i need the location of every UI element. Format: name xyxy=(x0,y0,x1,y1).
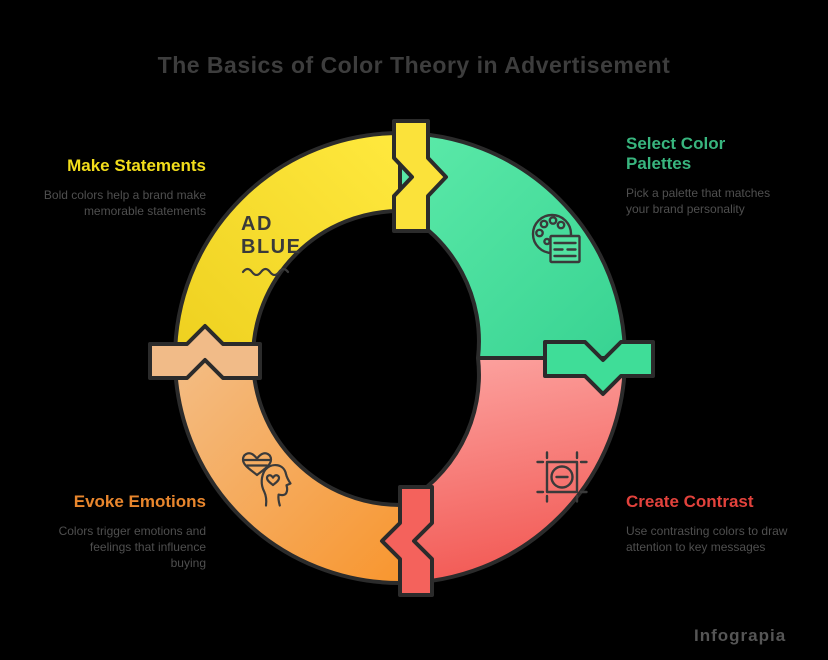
step-label: Select Color Palettes xyxy=(626,134,726,173)
center-logo: AD BLUE xyxy=(241,213,321,282)
step-evoke-emotions: Evoke Emotions Colors trigger emotions a… xyxy=(22,492,206,571)
step-desc: Bold colors help a brand make memorable … xyxy=(43,188,206,218)
logo-line-2: BLUE xyxy=(241,236,302,258)
step-make-statements: Make Statements Bold colors help a brand… xyxy=(30,156,206,219)
arrow-bottom-icon xyxy=(380,485,434,597)
segment-create-contrast xyxy=(398,356,627,585)
step-label: Make Statements xyxy=(67,156,206,175)
palette-icon xyxy=(531,213,581,264)
segment-select-color-palettes xyxy=(398,131,627,360)
watermark: Infograpia xyxy=(694,626,787,645)
step-desc: Pick a palette that matches your brand p… xyxy=(626,186,771,216)
step-desc: Use contrasting colors to draw attention… xyxy=(626,524,788,554)
page-title: The Basics of Color Theory in Advertisem… xyxy=(157,52,671,78)
logo-line-1: AD xyxy=(241,213,273,235)
step-label: Create Contrast xyxy=(626,492,754,511)
step-desc: Colors trigger emotions and feelings tha… xyxy=(58,524,206,570)
segment-make-statements xyxy=(173,131,402,360)
step-label: Evoke Emotions xyxy=(73,492,206,511)
arrow-right-icon xyxy=(543,340,655,396)
wave-icon xyxy=(241,267,290,277)
contrast-icon xyxy=(536,451,588,503)
arrow-left-icon xyxy=(148,324,262,380)
step-select-color-palettes: Select Color Palettes Pick a palette tha… xyxy=(626,134,794,217)
step-create-contrast: Create Contrast Use contrasting colors t… xyxy=(626,492,788,555)
arrow-top-icon xyxy=(392,119,448,233)
emotions-icon xyxy=(241,452,292,507)
